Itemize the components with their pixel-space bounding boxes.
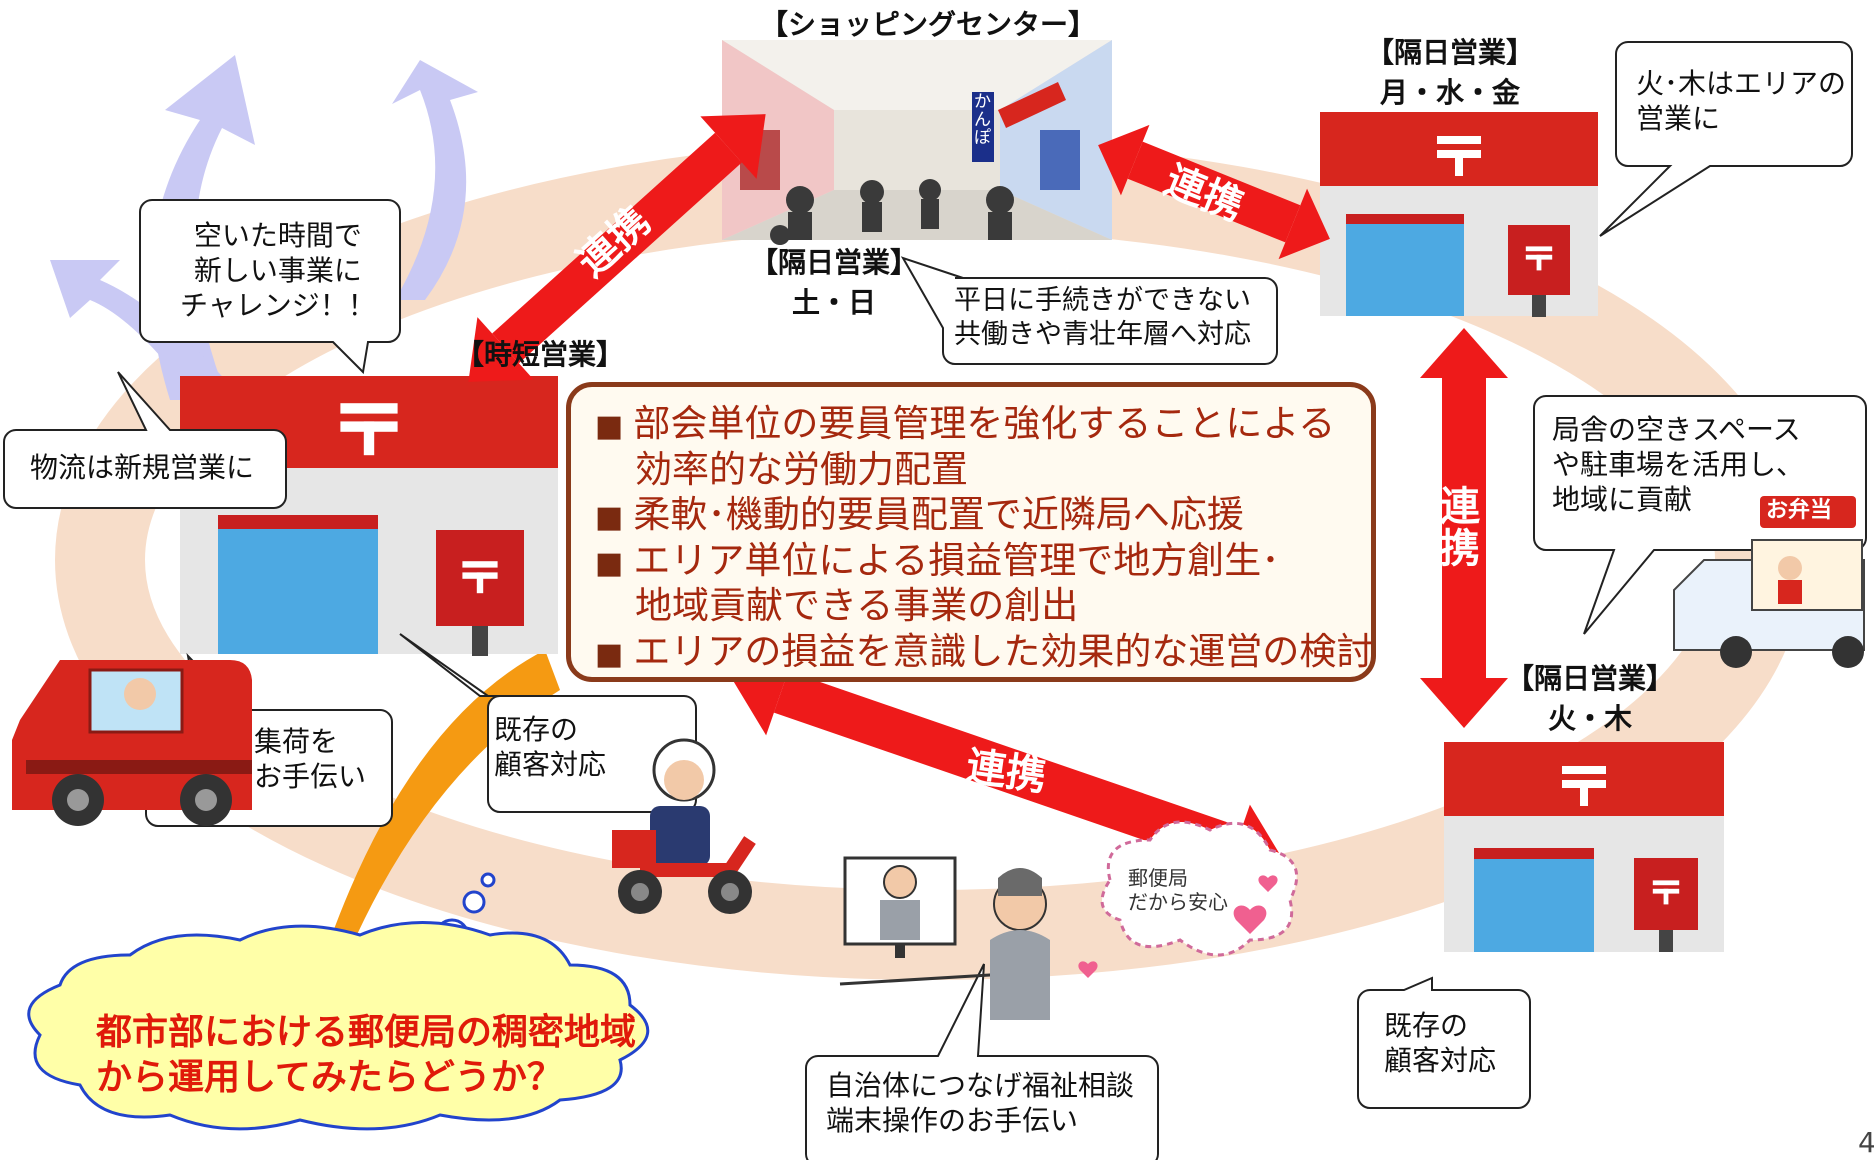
idea-cloud	[27, 921, 650, 1131]
page-number: 4	[1858, 1126, 1874, 1159]
short-hours-header: 【時短営業】	[455, 338, 624, 371]
main-point-4: ■エリアの損益を意識した効果的な運営の検討	[595, 629, 1374, 673]
post-office-tt-building	[1444, 742, 1724, 952]
main-points-box: ■部会単位の要員管理を強化することによる 効率的な労働力配置 ■柔軟･機動的要員…	[566, 382, 1376, 682]
bento-food-truck	[1673, 496, 1865, 668]
bubble-space: 局舎の空きスペース や駐車場を活用し、 地域に貢献	[1552, 413, 1805, 516]
mwf-header: 【隔日営業】	[1365, 36, 1534, 69]
link-label-right: 連 携	[1440, 484, 1480, 572]
bubble-challenge: 空いた時間で 新しい事業に チャレンジ！！	[180, 219, 376, 322]
main-point-3: ■エリア単位による損益管理で地方創生･ 地域貢献できる事業の創出	[595, 538, 1280, 628]
kanpo-sign: かんぽ	[974, 92, 991, 148]
post-office-mwf-building	[1320, 112, 1598, 317]
shopping-schedule-header: 【隔日営業】	[749, 246, 918, 279]
courier-motorbike	[612, 738, 756, 914]
tt-header: 【隔日営業】	[1505, 662, 1674, 695]
shopping-center-illustration	[722, 40, 1112, 245]
bubble-existing-left: 既存の 顧客対応	[494, 713, 607, 781]
post-van	[12, 660, 252, 826]
heart-icons	[1078, 875, 1278, 978]
bubble-welfare: 自治体につなげ福祉相談 端末操作のお手伝い	[826, 1069, 1135, 1137]
shopping-center-title: 【ショッピングセンター】	[760, 8, 1097, 41]
idea-cloud-text: 都市部における郵便局の稠密地域 から運用してみたらどうか？	[96, 1012, 637, 1098]
bubble-logistics: 物流は新規営業に	[30, 451, 255, 484]
post-office-short-hours-building	[180, 376, 558, 656]
main-point-2: ■柔軟･機動的要員配置で近隣局へ応援	[595, 493, 1244, 536]
tt-days: 火・木	[1547, 702, 1632, 735]
main-point-1: ■部会単位の要員管理を強化することによる 効率的な労働力配置	[595, 402, 1336, 491]
bubble-pickup: 集荷を お手伝い	[254, 725, 367, 793]
bubble-area-tt: 火･木はエリアの 営業に	[1636, 67, 1847, 135]
bubble-anshin: 郵便局 だから安心	[1128, 866, 1228, 914]
bubble-weekday: 平日に手続きができない 共働きや青壮年層へ対応	[954, 285, 1251, 350]
consultation-illustration	[839, 856, 1050, 1020]
mwf-days: 月・水・金	[1379, 76, 1520, 109]
bento-sign: お弁当	[1766, 498, 1833, 523]
bubble-existing-right: 既存の 顧客対応	[1384, 1009, 1497, 1077]
shopping-schedule-days: 土・日	[791, 286, 876, 319]
